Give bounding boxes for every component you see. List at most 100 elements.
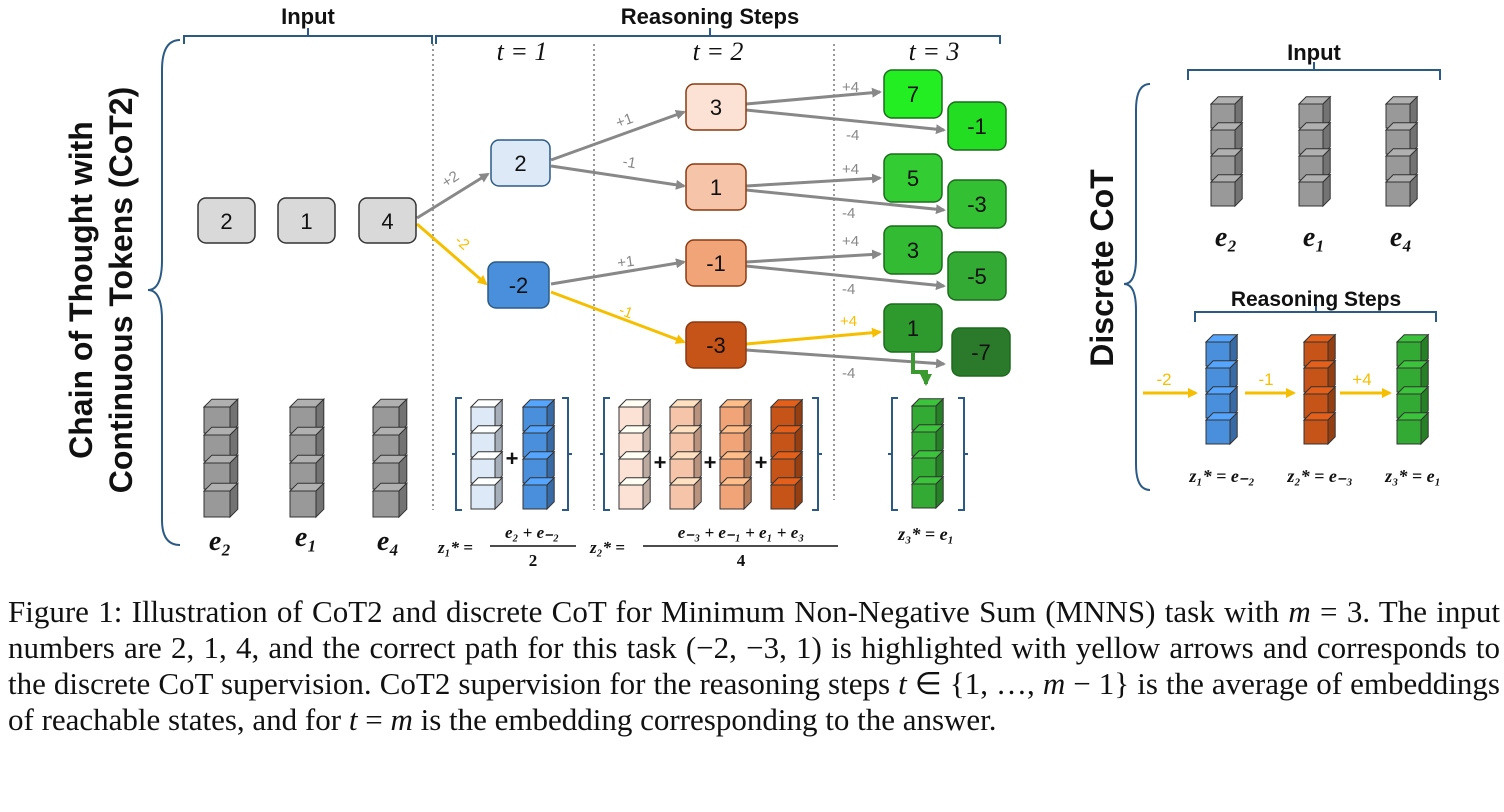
svg-text:-1: -1 — [621, 153, 637, 172]
svg-text:4: 4 — [737, 551, 746, 570]
svg-text:-2: -2 — [1156, 370, 1171, 389]
svg-text:e₂: e₂ — [1215, 222, 1237, 253]
svg-text:+: + — [654, 450, 667, 475]
svg-text:4: 4 — [381, 209, 393, 234]
s3-node-neg7 — [951, 327, 1011, 377]
svg-text:+4: +4 — [840, 313, 857, 330]
svg-text:-3: -3 — [967, 192, 987, 217]
svg-text:+1: +1 — [614, 110, 636, 132]
s3-node-neg3 — [947, 179, 1007, 229]
discrete-left-brace — [1123, 83, 1151, 491]
figure-canvas: Chain of Thought with Continuous Tokens … — [63, 4, 1441, 570]
svg-text:z₃* = e₁: z₃* = e₁ — [897, 524, 954, 544]
s3-node-neg5 — [947, 251, 1007, 301]
s3-node-3 — [883, 225, 943, 275]
step-label-3: t = 3 — [909, 37, 960, 66]
step2-nodes: 3 1 -1 -3 — [685, 83, 747, 369]
svg-text:-7: -7 — [971, 340, 991, 365]
svg-text:3: 3 — [710, 95, 722, 120]
svg-text:1: 1 — [710, 175, 722, 200]
gray-edges — [416, 87, 946, 369]
plus-signs: + + + + — [506, 446, 768, 475]
svg-text:+1: +1 — [616, 253, 635, 272]
svg-text:-4: -4 — [842, 205, 855, 222]
svg-text:3: 3 — [907, 238, 919, 263]
discrete-reasoning-brace — [1194, 311, 1437, 322]
cube-stacks — [202, 95, 1430, 519]
yellow-path-edges — [416, 222, 882, 346]
z-formulas: z₁* = e₂ + e₋₂ 2 z₂* = e₋₃ + e₋₁ + e₁ + … — [437, 523, 954, 570]
svg-text:-4: -4 — [846, 127, 859, 144]
svg-text:+4: +4 — [1352, 370, 1371, 389]
svg-text:1: 1 — [907, 316, 919, 341]
discrete-input-header: Input — [1287, 40, 1341, 65]
figure-caption: Figure 1: Illustration of CoT2 and discr… — [8, 594, 1500, 737]
discrete-reasoning-header: Reasoning Steps — [1231, 288, 1401, 311]
input-embedding-labels: e₂ e₁ e₄ — [209, 522, 399, 557]
svg-text:-2: -2 — [509, 273, 529, 298]
answer-down-arrow — [911, 352, 932, 386]
svg-text:e₂ + e₋₂: e₂ + e₋₂ — [505, 523, 559, 542]
svg-text:2: 2 — [514, 151, 526, 176]
svg-text:+: + — [506, 446, 519, 471]
embedding-brackets — [452, 397, 968, 511]
svg-text:+2: +2 — [439, 168, 463, 192]
discrete-arrow-labels: -2 -1 +4 — [1156, 370, 1371, 389]
svg-text:-3: -3 — [706, 333, 726, 358]
step-label-1: t = 1 — [497, 37, 548, 66]
svg-text:z₁* =: z₁* = — [437, 538, 473, 557]
input-brace — [183, 35, 433, 44]
svg-text:2: 2 — [220, 209, 232, 234]
s2-node-1 — [685, 163, 747, 211]
s3-node-5 — [883, 153, 943, 203]
svg-text:-5: -5 — [967, 264, 987, 289]
svg-text:e₁: e₁ — [295, 522, 317, 553]
s1-node-neg2 — [487, 261, 550, 309]
step3-nodes: 7 -1 5 -3 3 -5 1 -7 — [883, 69, 1011, 377]
svg-text:-4: -4 — [842, 281, 855, 298]
discrete-z-labels: z₁* = e₋₂ z₂* = e₋₃ z₃* = e₁ — [1188, 466, 1441, 486]
s2-node-neg1 — [685, 239, 747, 287]
svg-text:e₁: e₁ — [1303, 222, 1325, 253]
svg-text:Chain of Thought with: Chain of Thought with — [63, 121, 99, 459]
svg-text:7: 7 — [907, 82, 919, 107]
discrete-input-brace — [1187, 69, 1441, 80]
discrete-input-labels: e₂ e₁ e₄ — [1215, 222, 1412, 253]
svg-text:+4: +4 — [842, 233, 859, 250]
svg-text:+: + — [704, 450, 717, 475]
s2-node-neg3 — [685, 321, 747, 369]
edge-labels: +2 -2 +1 -1 +1 -1 +4 -4 +4 -4 +4 -4 +4 -… — [439, 79, 860, 382]
input-nodes: 2 1 4 — [197, 197, 417, 244]
svg-text:-1: -1 — [617, 302, 635, 323]
svg-text:1: 1 — [300, 209, 312, 234]
cot2-left-brace — [147, 39, 181, 546]
cot2-side-title: Chain of Thought with Continuous Tokens … — [63, 87, 139, 493]
svg-text:e₂: e₂ — [209, 526, 231, 557]
svg-text:-4: -4 — [842, 365, 855, 382]
s3-node-7 — [883, 69, 943, 119]
svg-text:-1: -1 — [1258, 370, 1273, 389]
reasoning-header: Reasoning Steps — [621, 4, 799, 29]
svg-text:5: 5 — [907, 166, 919, 191]
s1-node-2 — [490, 139, 551, 187]
svg-text:+: + — [755, 450, 768, 475]
svg-text:z₃* = e₁: z₃* = e₁ — [1384, 466, 1441, 486]
s3-node-neg1 — [947, 101, 1007, 151]
input-node-3 — [358, 197, 417, 244]
input-header: Input — [281, 4, 335, 29]
s2-node-3 — [685, 83, 747, 131]
svg-text:Continuous Tokens (CoT2): Continuous Tokens (CoT2) — [103, 87, 139, 493]
svg-text:-1: -1 — [967, 114, 987, 139]
svg-text:e₋₃ + e₋₁ + e₁ + e₃: e₋₃ + e₋₁ + e₁ + e₃ — [678, 523, 804, 542]
svg-text:e₄: e₄ — [1390, 222, 1412, 253]
reasoning-brace — [435, 35, 1001, 44]
discrete-side-title: Discrete CoT — [1084, 169, 1120, 367]
svg-text:e₄: e₄ — [377, 526, 399, 557]
svg-text:+4: +4 — [842, 161, 859, 178]
svg-text:-2: -2 — [451, 232, 472, 254]
step-label-2: t = 2 — [693, 37, 744, 66]
input-node-1 — [197, 197, 256, 244]
svg-text:2: 2 — [529, 551, 538, 570]
svg-text:z₂* =: z₂* = — [589, 538, 625, 557]
input-node-2 — [277, 197, 336, 244]
